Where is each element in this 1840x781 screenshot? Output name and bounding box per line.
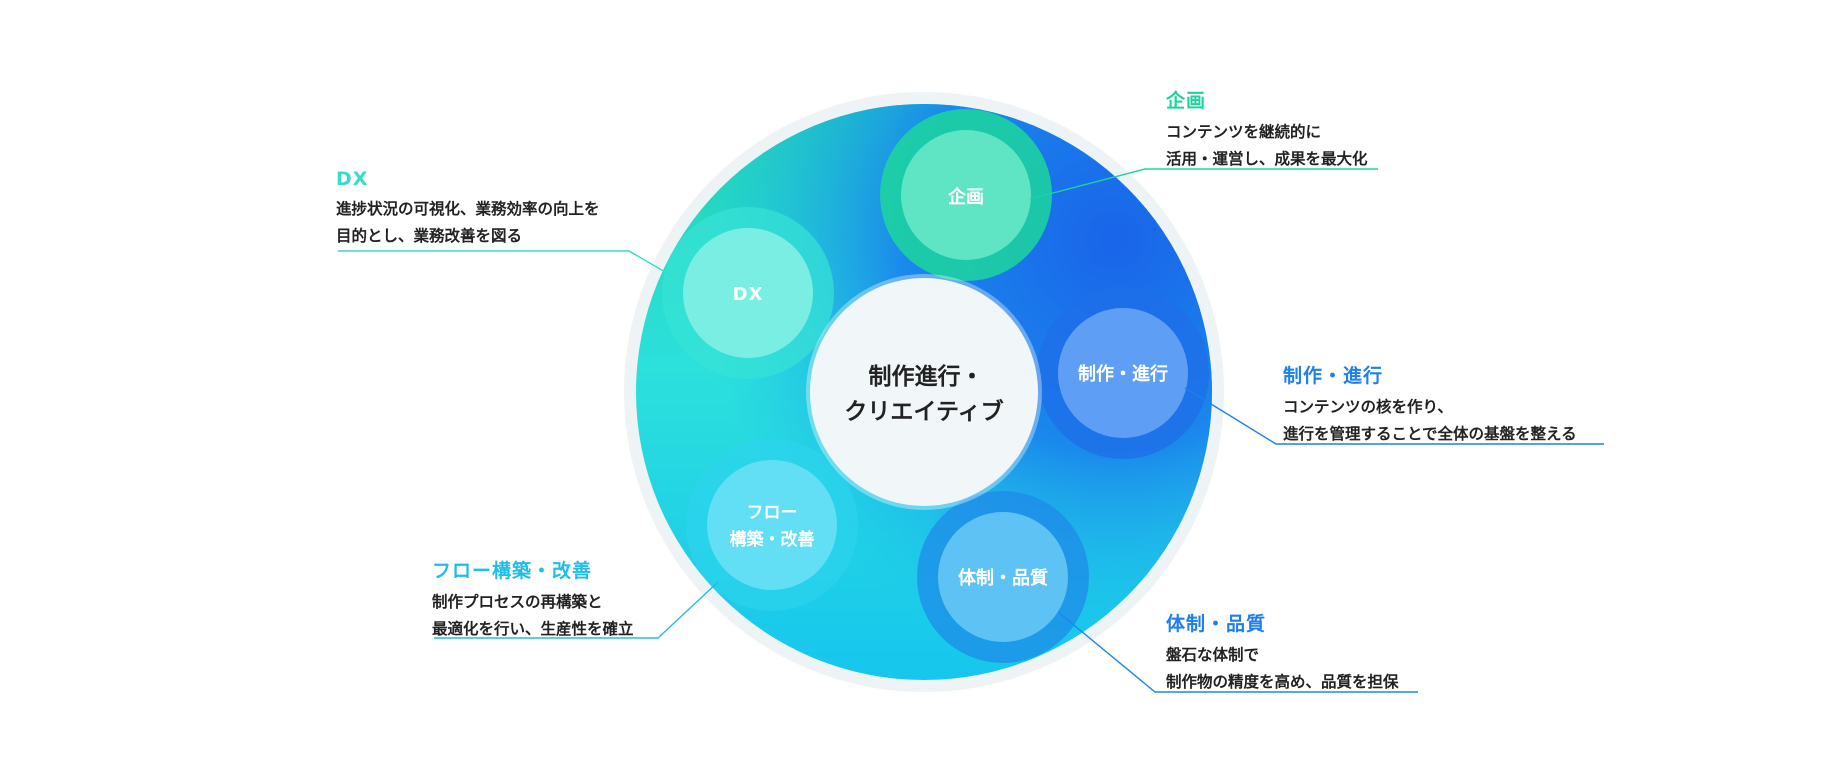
dx-node-label: DX: [733, 284, 764, 305]
flow-annotation-line2: 最適化を行い、生産性を確立: [432, 620, 634, 638]
flow-node-label-line2: 構築・改善: [730, 529, 815, 550]
taisei-node: [938, 512, 1068, 642]
taisei-annotation-line2: 制作物の精度を高め、品質を担保: [1166, 673, 1399, 691]
seisaku-annotation-title: 制作・進行: [1283, 365, 1384, 387]
flow-node: [707, 460, 837, 590]
seisaku-leader-line: [1184, 387, 1604, 445]
kikaku-node: [901, 130, 1031, 260]
kikaku-annotation-title: 企画: [1166, 90, 1207, 112]
kikaku-annotation-line1: コンテンツを継続的に: [1166, 123, 1322, 141]
kikaku-node-label: 企画: [947, 186, 984, 208]
taisei-annotation: 体制・品質 盤石な体制で 制作物の精度を高め、品質を担保: [1166, 609, 1399, 696]
flow-node-label-line1: フロー: [747, 503, 798, 523]
dx-node: [683, 228, 813, 358]
taisei-leader-line: [1057, 611, 1418, 693]
flow-annotation: フロー構築・改善 制作プロセスの再構築と 最適化を行い、生産性を確立: [432, 556, 634, 643]
dx-annotation-title: DX: [336, 168, 369, 190]
kikaku-leader-line: [1029, 168, 1378, 200]
center-label-line1: 制作進行・: [869, 363, 984, 390]
seisaku-annotation-line2: 進行を管理することで全体の基盤を整える: [1283, 425, 1577, 443]
seisaku-annotation: 制作・進行 コンテンツの核を作り、 進行を管理することで全体の基盤を整える: [1283, 361, 1577, 448]
seisaku-node: [1058, 308, 1188, 438]
dx-annotation-line1: 進捗状況の可視化、業務効率の向上を: [336, 200, 600, 218]
dx-leader-line: [338, 250, 685, 284]
flow-leader-line: [434, 581, 719, 639]
dx-annotation-line2: 目的とし、業務改善を図る: [336, 227, 523, 245]
seisaku-annotation-line1: コンテンツの核を作り、: [1283, 398, 1453, 416]
dx-annotation: DX 進捗状況の可視化、業務効率の向上を 目的とし、業務改善を図る: [336, 168, 600, 250]
center-circle: [810, 278, 1038, 506]
taisei-node-label: 体制・品質: [958, 567, 1048, 589]
center-label-line2: クリエイティブ: [844, 398, 1003, 425]
kikaku-annotation: 企画 コンテンツを継続的に 活用・運営し、成果を最大化: [1166, 86, 1368, 173]
seisaku-node-label: 制作・進行: [1078, 363, 1168, 385]
flow-annotation-title: フロー構築・改善: [432, 560, 593, 582]
kikaku-annotation-line2: 活用・運営し、成果を最大化: [1166, 150, 1368, 168]
taisei-annotation-line1: 盤石な体制で: [1166, 646, 1260, 664]
taisei-annotation-title: 体制・品質: [1166, 613, 1267, 635]
flow-annotation-line1: 制作プロセスの再構築と: [432, 593, 603, 611]
